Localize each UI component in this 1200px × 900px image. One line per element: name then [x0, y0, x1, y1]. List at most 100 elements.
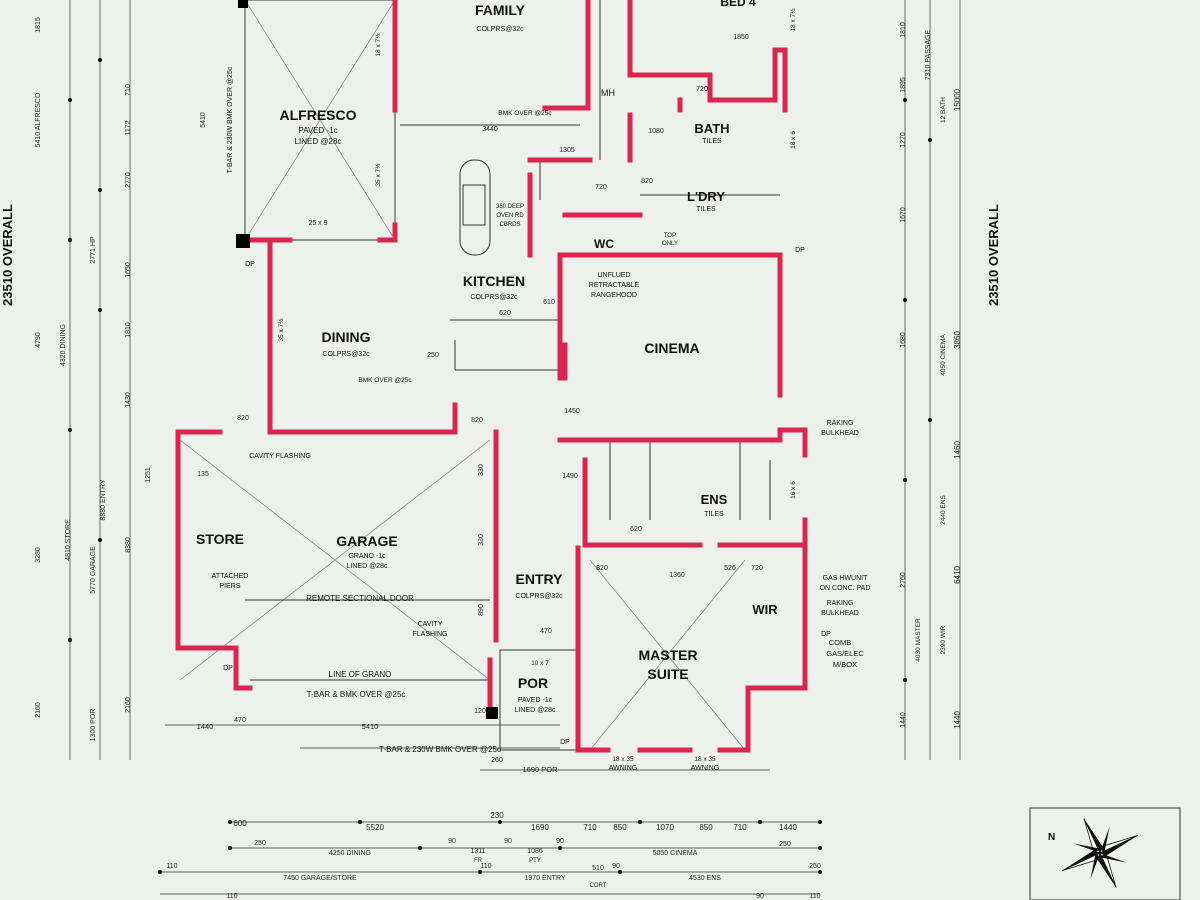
- dim-b1-10: 1440: [779, 823, 797, 832]
- dim-b1-9: 710: [733, 823, 747, 832]
- dim-b3-5: 510: [592, 865, 604, 872]
- dim-misc-14: 135: [197, 471, 209, 478]
- note-dp-1: DP: [245, 261, 255, 268]
- dim-left-outer-1: 1815: [35, 17, 42, 33]
- dim-b3-6: 90: [612, 863, 620, 870]
- note-awning-b: AWNING: [691, 765, 720, 772]
- dim-left-inner-4: 8880 ENTRY: [100, 479, 107, 520]
- note-line-of-grano: LINE OF GRANO: [329, 670, 392, 679]
- dims-misc: 3440 1305 720 1080 820 610 620 820 820 1…: [197, 34, 763, 715]
- dim-b1-8: 850: [699, 823, 713, 832]
- dim-b3b-1: CORT: [590, 883, 607, 889]
- dim-misc-24: 330: [478, 534, 485, 546]
- note-unflued-3: RANGEHOOD: [591, 292, 637, 299]
- dim-b2b-1: FR: [474, 858, 483, 864]
- room-ens-spec: TILES: [704, 511, 724, 518]
- dim-misc-25: 890: [478, 604, 485, 616]
- note-gas-unit-1: GAS HWUNIT: [823, 575, 868, 582]
- note-raking-bulkhead-1a: RAKING: [827, 420, 854, 427]
- dim-right-outer-2: 7310 PASSAGE: [925, 29, 932, 80]
- room-bath-spec: TILES: [702, 138, 722, 145]
- room-dining-spec: COLPRS@32c: [322, 351, 370, 358]
- dim-right-label-5: 2390 WIR: [940, 625, 947, 654]
- dim-gb-2: 470: [234, 717, 246, 724]
- dim-misc-13: 820: [596, 565, 608, 572]
- note-deep-ovens-1: 380 DEEP: [496, 204, 524, 210]
- dim-b1-5: 710: [583, 823, 597, 832]
- dim-misc-18: 1850: [733, 34, 749, 41]
- dims-left: 1815 5410 ALFRESCO 4790 3280 2160 5410 2…: [35, 17, 207, 741]
- note-bmk-over: BMK OVER @25c: [498, 110, 552, 117]
- note-unflued-1: UNFLUED: [597, 272, 630, 279]
- room-kitchen-spec: COLPRS@32c: [470, 294, 518, 301]
- dim-right-outer-4: 1270: [900, 132, 907, 148]
- window-size-8: 18 x 35: [694, 756, 716, 763]
- note-raking-bulkhead-1b: BULKHEAD: [821, 430, 859, 437]
- dim-b2-5: 90: [504, 838, 512, 845]
- room-wir-label: WIR: [752, 602, 778, 617]
- overall-left: 23510 OVERALL: [0, 204, 15, 306]
- window-size-9: 18 x 6: [790, 131, 797, 149]
- dim-right-outer-5: 1670: [900, 207, 907, 223]
- dim-left-small-2: 1172: [125, 120, 132, 135]
- window-size-5: 18 x 7½: [789, 8, 797, 32]
- dim-left-inner-5: 4810 STORE: [65, 519, 72, 561]
- dim-right-inner-4: 6410: [953, 566, 962, 584]
- room-kitchen-label: KITCHEN: [463, 273, 525, 289]
- window-size-1: 25 x 9: [308, 220, 327, 227]
- room-wc-label: WC: [594, 237, 614, 251]
- note-awning-a: AWNING: [609, 765, 638, 772]
- room-dining-label: DINING: [322, 329, 371, 345]
- dim-right-outer-8: 1440: [900, 712, 907, 728]
- room-entry-spec: COLPRS@32c: [515, 593, 563, 600]
- note-raking-bulkhead-2b: BULKHEAD: [821, 610, 859, 617]
- dim-b2-7: 90: [556, 838, 564, 845]
- note-attached-piers-1: ATTACHED: [212, 573, 249, 580]
- dim-misc-6: 610: [543, 299, 555, 306]
- dim-b2b-2: PTY: [529, 858, 541, 864]
- note-mh: MH: [601, 88, 615, 98]
- dim-left-outer-5: 2160: [35, 702, 42, 718]
- note-cavity-flashing-2b: FLASHING: [412, 631, 447, 638]
- dim-b2-9: 250: [779, 841, 791, 848]
- window-size-7: 18 x 35: [612, 756, 634, 763]
- window-size-2: 18 x 7½: [374, 33, 382, 57]
- note-comb-box-1: COMB: [829, 638, 852, 647]
- note-attached-piers-2: PIERS: [219, 583, 240, 590]
- dim-misc-2: 1305: [559, 147, 575, 154]
- posts: [236, 0, 498, 719]
- dimension-lines: [69, 0, 961, 895]
- dim-misc-22: 250: [427, 352, 439, 359]
- dim-misc-17: 720: [696, 86, 708, 93]
- note-tbar-230w-side: T-BAR & 230W BMK OVER @25c: [227, 66, 234, 173]
- dim-misc-5: 820: [641, 178, 653, 185]
- dim-b3-8: 250: [809, 863, 821, 870]
- room-labels: FAMILY COLPRS@32c BED 4 ALFRESCO PAVED -…: [196, 0, 778, 714]
- dim-misc-3: 720: [595, 184, 607, 191]
- note-tbar-bmk: T-BAR & BMK OVER @25c: [307, 690, 406, 699]
- room-garage-label: GARAGE: [336, 533, 397, 549]
- dim-left-small-9: 2160: [125, 697, 132, 713]
- compass-star-icon: [1061, 818, 1139, 888]
- window-size-3: 35 x 7½: [374, 163, 382, 187]
- window-size-6: 10 x 7: [531, 660, 549, 667]
- room-cinema-label: CINEMA: [644, 340, 699, 356]
- room-laundry-label: L'DRY: [687, 189, 725, 204]
- room-master-label-2: SUITE: [647, 666, 688, 682]
- note-top-only-2: ONLY: [662, 241, 678, 247]
- dim-b3-4: 1970 ENTRY: [524, 875, 565, 882]
- dim-b2-4: 1311: [470, 848, 485, 855]
- dim-left-small-8: 8380: [125, 537, 132, 553]
- interior-lines: [179, 0, 780, 751]
- window-size-4: 35 x 7½: [277, 318, 285, 342]
- dim-misc-4: 1080: [648, 128, 664, 135]
- note-comb-box-3: M/BOX: [833, 660, 857, 669]
- dim-b4-3: 110: [809, 893, 820, 900]
- dim-left-small-5: 1810: [125, 322, 132, 338]
- dim-misc-1: 3440: [482, 126, 498, 133]
- dim-b1-4: 1690: [531, 823, 549, 832]
- note-tbar-230w-bottom: T-BAR & 230W BMK OVER @25c: [379, 745, 501, 754]
- dim-right-label-2: 4050 CINEMA: [940, 334, 947, 376]
- walls: [175, 0, 808, 753]
